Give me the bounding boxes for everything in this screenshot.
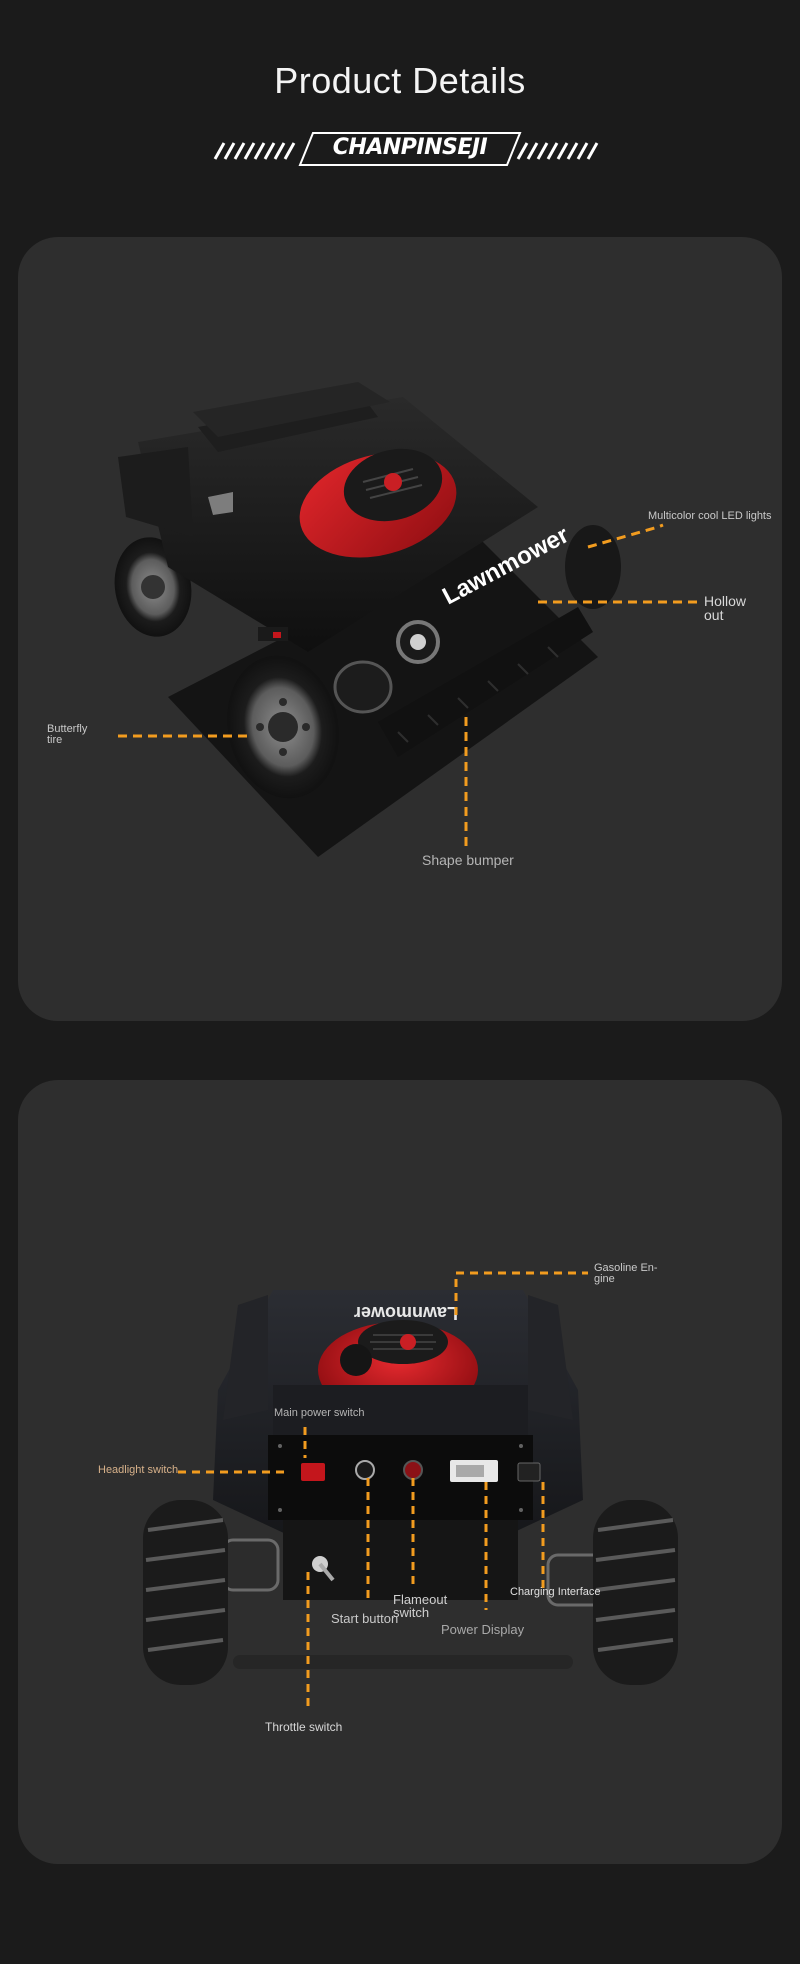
callout-throttle-switch: Throttle switch bbox=[265, 1720, 343, 1734]
banner-label: CHANPINSEJI bbox=[332, 135, 488, 160]
page-title: Product Details bbox=[274, 60, 526, 101]
callout-flameout-switch: Flameout switch bbox=[393, 1592, 448, 1620]
callout-shape-bumper: Shape bumper bbox=[422, 852, 514, 868]
product-view-panel-bottom: Lawnmower bbox=[18, 1080, 782, 1864]
callout-start-button: Start button bbox=[331, 1611, 399, 1626]
callout-charging-interface: Charging Interface bbox=[510, 1586, 601, 1598]
product-view-panel-top: Lawnmower bbox=[18, 237, 782, 1021]
callout-gasoline-engine: Gasoline En- gine bbox=[594, 1262, 658, 1285]
callout-butterfly-tire: Butterfly tire bbox=[47, 723, 88, 746]
callout-led-lights: Multicolor cool LED lights bbox=[648, 510, 772, 522]
lawnmower-rear-image: Lawnmower bbox=[143, 1271, 678, 1710]
title-banner-decoration bbox=[55, 132, 755, 166]
machine-logo-text-rear: Lawnmower bbox=[354, 1303, 458, 1323]
callout-power-display: Power Display bbox=[441, 1622, 525, 1637]
lawnmower-perspective-image: Lawnmower bbox=[114, 382, 700, 857]
callout-headlight-switch: Headlight switch bbox=[98, 1464, 179, 1476]
callout-hollow-out: Hollow out bbox=[704, 593, 747, 623]
callout-main-power-switch: Main power switch bbox=[274, 1407, 365, 1419]
